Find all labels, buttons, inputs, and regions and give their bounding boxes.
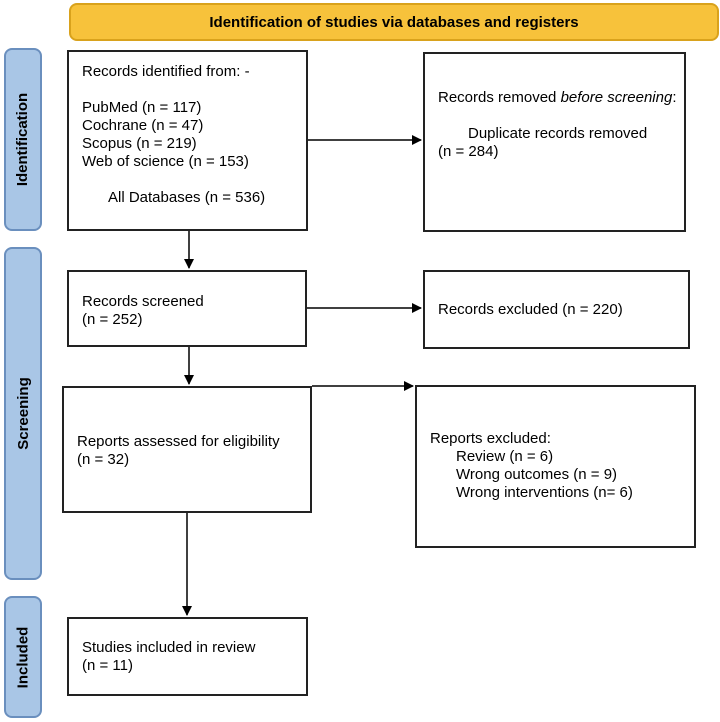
included-count: (n = 11) — [82, 657, 133, 674]
identified-all-databases: All Databases (n = 536) — [108, 189, 266, 206]
removed-heading: Records removed before screening: — [438, 89, 677, 106]
identified-wos: Web of science (n = 153) — [82, 153, 249, 170]
studies-included-box: Studies included in review (n = 11) — [67, 617, 308, 696]
assessed-count: (n = 32) — [77, 451, 130, 468]
phase-identification: Identification — [4, 48, 42, 231]
identified-heading: Records identified from: - — [82, 63, 250, 80]
identified-scopus: Scopus (n = 219) — [82, 135, 197, 152]
reports-excluded-interventions: Wrong interventions (n= 6) — [456, 484, 633, 501]
identified-cochrane: Cochrane (n = 47) — [82, 117, 204, 134]
diagram-header: Identification of studies via databases … — [69, 3, 719, 41]
header-title: Identification of studies via databases … — [209, 13, 579, 31]
excluded-label: Records excluded (n = 220) — [438, 301, 623, 318]
identified-pubmed: PubMed (n = 117) — [82, 99, 202, 116]
reports-assessed-box: Reports assessed for eligibility (n = 32… — [62, 386, 312, 513]
phase-included: Included — [4, 596, 42, 718]
reports-excluded-outcomes: Wrong outcomes (n = 9) — [456, 466, 618, 483]
removed-count: (n = 284) — [438, 143, 499, 160]
phase-screening: Screening — [4, 247, 42, 580]
assessed-label: Reports assessed for eligibility — [77, 433, 280, 450]
included-label: Studies included in review — [82, 639, 256, 656]
reports-excluded-review: Review (n = 6) — [456, 448, 554, 465]
records-excluded-box: Records excluded (n = 220) — [423, 270, 690, 349]
removed-duplicates: Duplicate records removed — [468, 125, 648, 142]
reports-excluded-box: Reports excluded: Review (n = 6) Wrong o… — [415, 385, 696, 548]
records-identified-box: Records identified from: - PubMed (n = 1… — [67, 50, 308, 231]
screened-count: (n = 252) — [82, 311, 143, 328]
screened-label: Records screened — [82, 293, 204, 310]
reports-excluded-heading: Reports excluded: — [430, 430, 551, 447]
records-screened-box: Records screened (n = 252) — [67, 270, 307, 347]
records-removed-box: Records removed before screening: Duplic… — [423, 52, 686, 232]
